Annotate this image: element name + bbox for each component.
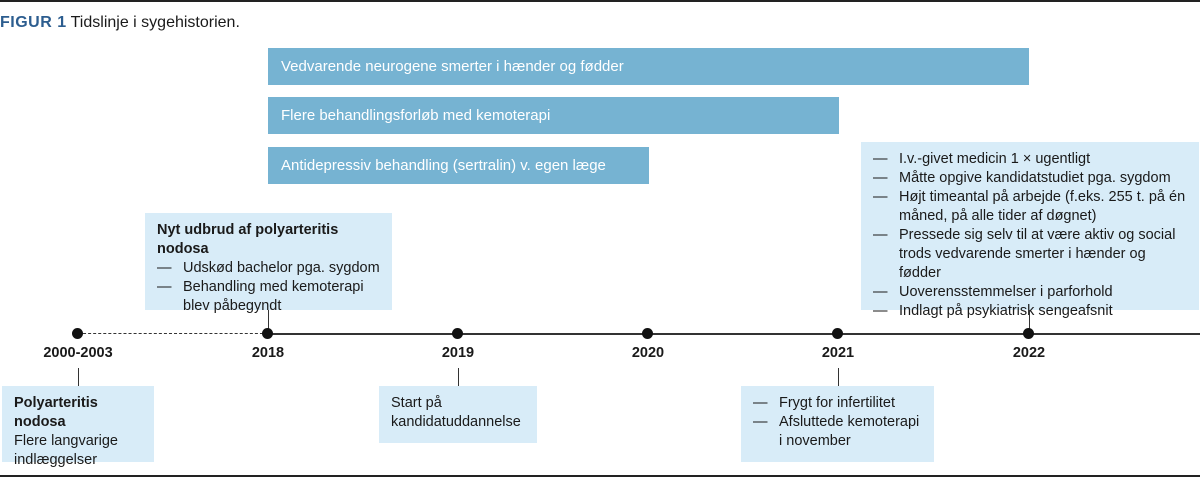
tick-label-2018: 2018 <box>251 345 285 361</box>
tick-label-2022: 2022 <box>1012 345 1046 361</box>
event-box-2022: I.v.-givet medicin 1 × ugentligt Måtte o… <box>861 142 1199 321</box>
event-item: Måtte opgive kandidatstudiet pga. sygdom <box>873 169 1187 188</box>
event-list-2022: I.v.-givet medicin 1 × ugentligt Måtte o… <box>873 150 1187 321</box>
event-line: Flere langvarige <box>14 433 118 449</box>
event-item: Behandling med kemoterapi blev påbegyndt <box>157 278 380 316</box>
bar-antidepressant: Antidepressiv behandling (sertralin) v. … <box>268 147 649 184</box>
figure-label: FIGUR 1 <box>0 14 67 31</box>
timeline-dot-2019 <box>452 328 463 339</box>
timeline-dot-2020 <box>642 328 653 339</box>
event-box-2018: Nyt udbrud af polyarteritis nodosa Udskø… <box>145 213 392 314</box>
timeline-dot-2021 <box>832 328 843 339</box>
timeline-axis-dashed <box>78 333 268 334</box>
event-item: Afsluttede kemoterapi i november <box>753 413 922 451</box>
event-item: Udskød bachelor pga. sygdom <box>157 259 380 278</box>
event-box-2019: Start på kandidatuddannelse <box>379 386 537 443</box>
bar-chemotherapy: Flere behandlingsforløb med kemoterapi <box>268 97 839 134</box>
event-box-2000-2003: Polyarteritis nodosa Flere langvarige in… <box>2 386 154 468</box>
event-item: Indlagt på psykiatrisk sengeafsnit <box>873 302 1187 321</box>
event-list-2018: Udskød bachelor pga. sygdom Behandling m… <box>157 259 380 316</box>
event-title-2000-2003: Polyarteritis nodosa <box>14 395 98 430</box>
figure-title: Tidslinje i sygehistorien. <box>70 14 240 31</box>
top-rule <box>0 0 1200 2</box>
bar-neurogenic-pain: Vedvarende neurogene smerter i hænder og… <box>268 48 1029 85</box>
tick-label-2019: 2019 <box>441 345 475 361</box>
event-item: Frygt for infertilitet <box>753 394 922 413</box>
connector-2000-2003 <box>78 368 79 386</box>
timeline-dot-2000-2003 <box>72 328 83 339</box>
timeline-axis <box>268 333 1200 335</box>
bottom-rule <box>0 475 1200 477</box>
event-title-2018: Nyt udbrud af polyarteritis nodosa <box>157 222 339 257</box>
connector-2019 <box>458 368 459 386</box>
connector-2021 <box>838 368 839 386</box>
event-line: Start på <box>391 395 442 411</box>
event-item: Uoverensstemmelser i parforhold <box>873 283 1187 302</box>
event-box-2021: Frygt for infertilitet Afsluttede kemote… <box>741 386 934 462</box>
event-line: indlæggelser <box>14 452 98 468</box>
tick-label-2020: 2020 <box>631 345 665 361</box>
tick-label-2000-2003: 2000-2003 <box>43 345 113 361</box>
event-item: I.v.-givet medicin 1 × ugentligt <box>873 150 1187 169</box>
event-list-2021: Frygt for infertilitet Afsluttede kemote… <box>753 394 922 451</box>
connector-2018 <box>268 310 269 333</box>
event-item: Pressede sig selv til at være aktiv og s… <box>873 226 1187 283</box>
timeline-dot-2022 <box>1023 328 1034 339</box>
timeline-dot-2018 <box>262 328 273 339</box>
tick-label-2021: 2021 <box>821 345 855 361</box>
connector-2022 <box>1029 310 1030 333</box>
event-item: Højt timeantal på arbejde (f.eks. 255 t.… <box>873 188 1187 226</box>
event-line: kandidatuddannelse <box>391 414 521 430</box>
